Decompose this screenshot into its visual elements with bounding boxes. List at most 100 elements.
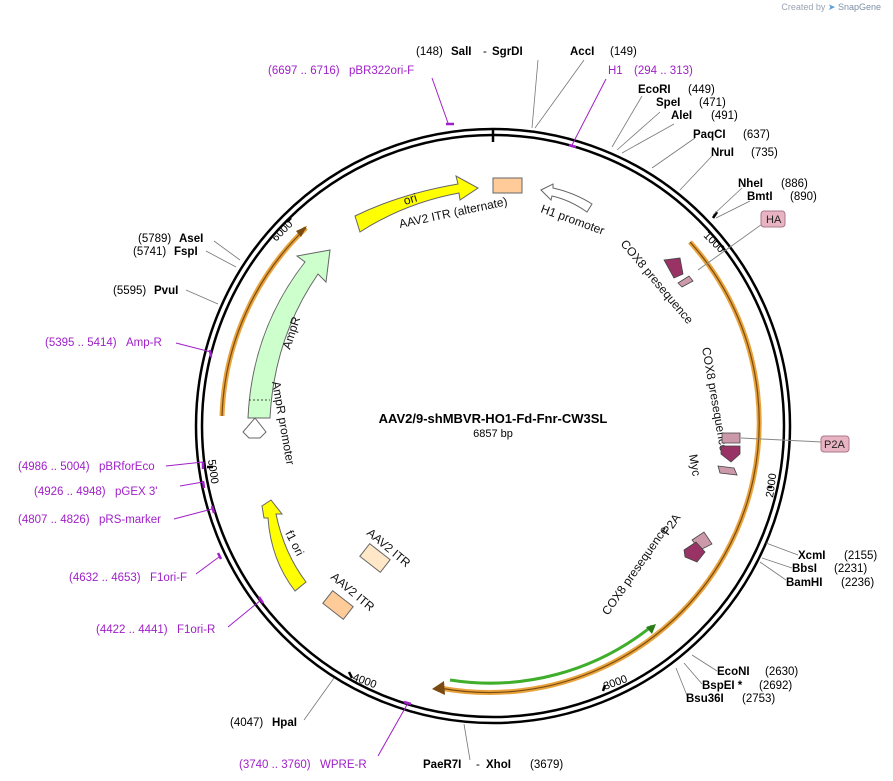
primer-range-f1orif: (4632 .. 4653) (69, 572, 141, 584)
orf-left-arrowhead (296, 226, 307, 237)
h1-promoter-feature (540, 183, 593, 213)
primer-name-ampr: Amp-R (126, 337, 162, 349)
enzyme-pos-xcmi: (2155) (844, 550, 877, 562)
ori-label: ori (402, 191, 419, 208)
snapgene-credit: Created by ➤ SnapGene (781, 2, 881, 13)
enzyme-name-nrui: NruI (711, 147, 734, 159)
primer-name-f1orif: F1ori-F (150, 572, 187, 584)
cox8-label-3: COX8 presequence (599, 523, 671, 618)
cox8-small-1 (677, 275, 694, 288)
primer-name-prs: pRS-marker (99, 514, 161, 526)
h1-promoter-label: H1 promoter (539, 202, 606, 238)
credit-brand: SnapGene (837, 2, 881, 12)
enzyme-name-sgrdi: SgrDI (492, 46, 523, 58)
orf-green-arrowhead (646, 624, 656, 634)
primer-name-wpre: WPRE-R (320, 759, 367, 771)
orf-right-arrowhead (432, 681, 445, 695)
p2a-tag-label: P2A (824, 439, 845, 451)
orf-arc-right (439, 240, 762, 695)
enzyme-name-paer7i: PaeR7I (423, 759, 461, 771)
primer-range-f1orir: (4422 .. 4441) (96, 624, 168, 636)
enzyme-name-xcmi: XcmI (798, 550, 826, 562)
ha-tag: HA (697, 210, 786, 271)
enzyme-pos-asei: (5789) (138, 233, 171, 245)
snapgene-logo-icon: ➤ (827, 2, 836, 12)
enzyme-leaders (185, 59, 799, 761)
enzyme-name-alei: AleI (671, 110, 692, 122)
enzyme-name-hpai: HpaI (272, 717, 297, 729)
enzyme-labels: (148) SalI - SgrDI AccI (149) EcoRI (449… (113, 46, 877, 771)
enzyme-name-xhoi: XhoI (486, 759, 511, 771)
primer-leaders (165, 77, 607, 757)
ha-tag-label: HA (766, 214, 782, 226)
tick-2000: 2000 (764, 473, 779, 499)
primer-labels: (6697 .. 6716) pBR322ori-F H1 (294 .. 31… (18, 65, 693, 771)
ampr-feature (247, 249, 331, 419)
enzyme-pos-acci: (149) (610, 46, 637, 58)
myc-feature (717, 465, 738, 476)
enzyme-pos-bsu36i: (2753) (742, 693, 775, 705)
enzyme-pos-nrui: (735) (751, 147, 778, 159)
ampr-promoter-feature (242, 417, 267, 439)
enzyme-pos-fspi: (5741) (133, 246, 166, 258)
enzyme-pos-bspei: (2692) (759, 680, 792, 692)
primer-range-wpre: (3740 .. 3760) (239, 759, 311, 771)
itr-feature-1 (359, 542, 391, 574)
enzyme-name-nhei: NheI (738, 178, 763, 190)
svg-text:-: - (483, 46, 487, 58)
myc-label: Myc (686, 453, 704, 477)
enzyme-pos-sali: (148) (416, 46, 443, 58)
primer-range-pbr322ori: (6697 .. 6716) (268, 65, 340, 77)
enzyme-name-fspi: FspI (174, 246, 198, 258)
enzyme-name-paqci: PaqCI (693, 129, 726, 141)
enzyme-name-bsu36i: Bsu36I (686, 693, 724, 705)
enzyme-name-spei: SpeI (656, 97, 680, 109)
itr-alt-feature (492, 177, 523, 194)
enzyme-name-asei: AseI (179, 233, 203, 245)
plasmid-length: 6857 bp (473, 428, 513, 440)
cox8-feature-1 (663, 257, 684, 279)
enzyme-name-econi: EcoNI (717, 666, 750, 678)
primer-name-pgex: pGEX 3' (115, 486, 157, 498)
enzyme-name-acci: AccI (570, 46, 594, 58)
primer-name-h1: H1 (608, 65, 623, 77)
enzyme-pos-paqci: (637) (743, 129, 770, 141)
enzyme-pos-nhei: (886) (781, 178, 808, 190)
enzyme-pos-xhoi: (3679) (530, 759, 563, 771)
credit-prefix: Created by (781, 2, 826, 12)
primer-range-pbrforeco: (4986 .. 5004) (18, 461, 90, 473)
primer-name-pbr322ori: pBR322ori-F (349, 65, 414, 77)
enzyme-pos-ecori: (449) (688, 84, 715, 96)
itr-feature-2 (322, 589, 354, 621)
tick-1000: 1000 (701, 230, 727, 256)
primer-marks (201, 122, 577, 706)
enzyme-pos-econi: (2630) (765, 666, 798, 678)
cox8-feature-2 (720, 445, 741, 463)
enzyme-name-bmti: BmtI (747, 191, 773, 203)
primer-range-h1: (294 .. 313) (634, 65, 693, 77)
cox8-feature-3 (683, 541, 706, 563)
enzyme-pos-bmti: (890) (790, 191, 817, 203)
primer-range-prs: (4807 .. 4826) (18, 514, 90, 526)
primer-range-ampr: (5395 .. 5414) (45, 337, 117, 349)
p2a-feature-right (721, 432, 741, 444)
svg-text:-: - (476, 759, 480, 771)
enzyme-name-sali: SalI (451, 46, 471, 58)
tick-marks (207, 211, 772, 692)
ampr-promoter-label: AmpR promoter (269, 380, 297, 466)
tick-5000: 5000 (205, 459, 220, 485)
f1-ori-feature (261, 499, 307, 592)
enzyme-pos-alei: (491) (711, 110, 738, 122)
enzyme-pos-hpai: (4047) (230, 717, 263, 729)
enzyme-pos-bamhi: (2236) (841, 577, 874, 589)
enzyme-name-bamhi: BamHI (786, 577, 822, 589)
primer-name-pbrforeco: pBRforEco (99, 461, 155, 473)
primer-name-f1orir: F1ori-R (177, 624, 215, 636)
enzyme-name-bspei: BspEI * (702, 680, 743, 692)
orf-green-arc (449, 624, 653, 685)
p2a-tag: P2A (740, 435, 850, 453)
enzyme-pos-spei: (471) (699, 97, 726, 109)
enzyme-name-ecori: EcoRI (638, 84, 671, 96)
enzyme-pos-bbsi: (2231) (834, 563, 867, 575)
